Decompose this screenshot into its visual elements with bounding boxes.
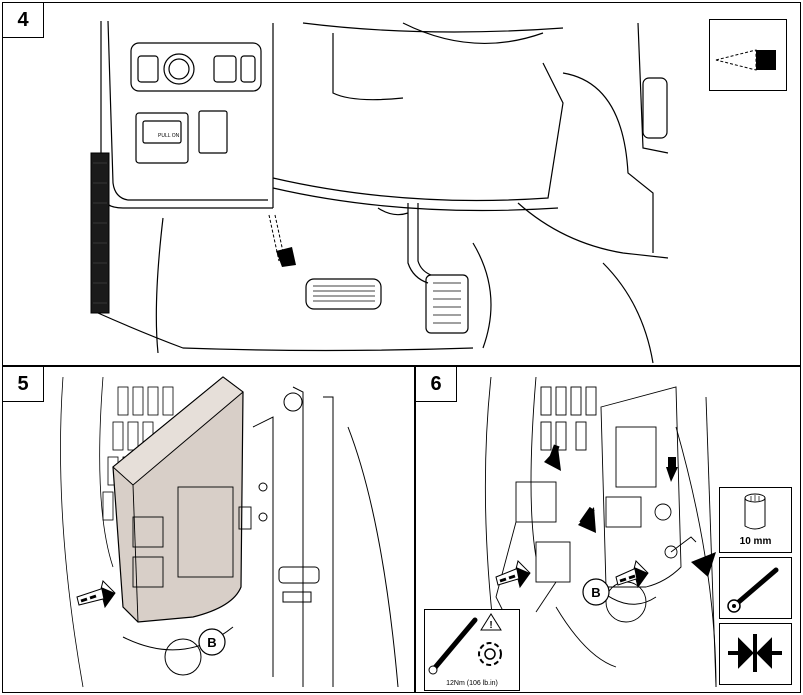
ratchet-box [719,557,792,619]
step-number: 4 [3,3,44,38]
socket-size-box: 10 mm [719,487,792,553]
step-5-panel: 5 [2,366,415,693]
step-4-panel: 4 [2,2,801,366]
view-direction-arrow [268,214,296,267]
svg-text:B: B [591,585,600,600]
ratchet-wrench-icon [727,567,779,613]
module-removal-illustration: B [60,376,399,688]
step-number: 5 [3,367,44,402]
dashboard-pedals-illustration: PULL ON [90,20,669,364]
socket-size-label: 10 mm [739,536,772,547]
release-arrows [76,580,116,609]
connector-disconnect-illustration: B [484,376,717,688]
svg-text:B: B [207,635,216,650]
step-number: 6 [416,367,457,402]
push-together-icon [728,634,782,672]
svg-text:!: ! [489,620,492,631]
push-together-box [719,623,792,685]
connector-arrows [544,444,716,577]
step-6-panel: 6 [415,366,801,693]
torque-wrench-icon: ! [428,613,502,675]
socket-icon [744,493,766,530]
view-direction-icon-box [709,19,787,91]
callout-b: B [582,578,610,606]
torque-spec-box: ! 12Nm (106 lb.in) [424,609,520,691]
pull-arrows [495,560,649,589]
switch-label: PULL ON [158,133,180,139]
callout-b: B [198,628,226,656]
torque-value: 12Nm (106 lb.in) [446,680,498,687]
view-direction-arrow-icon [715,49,776,71]
